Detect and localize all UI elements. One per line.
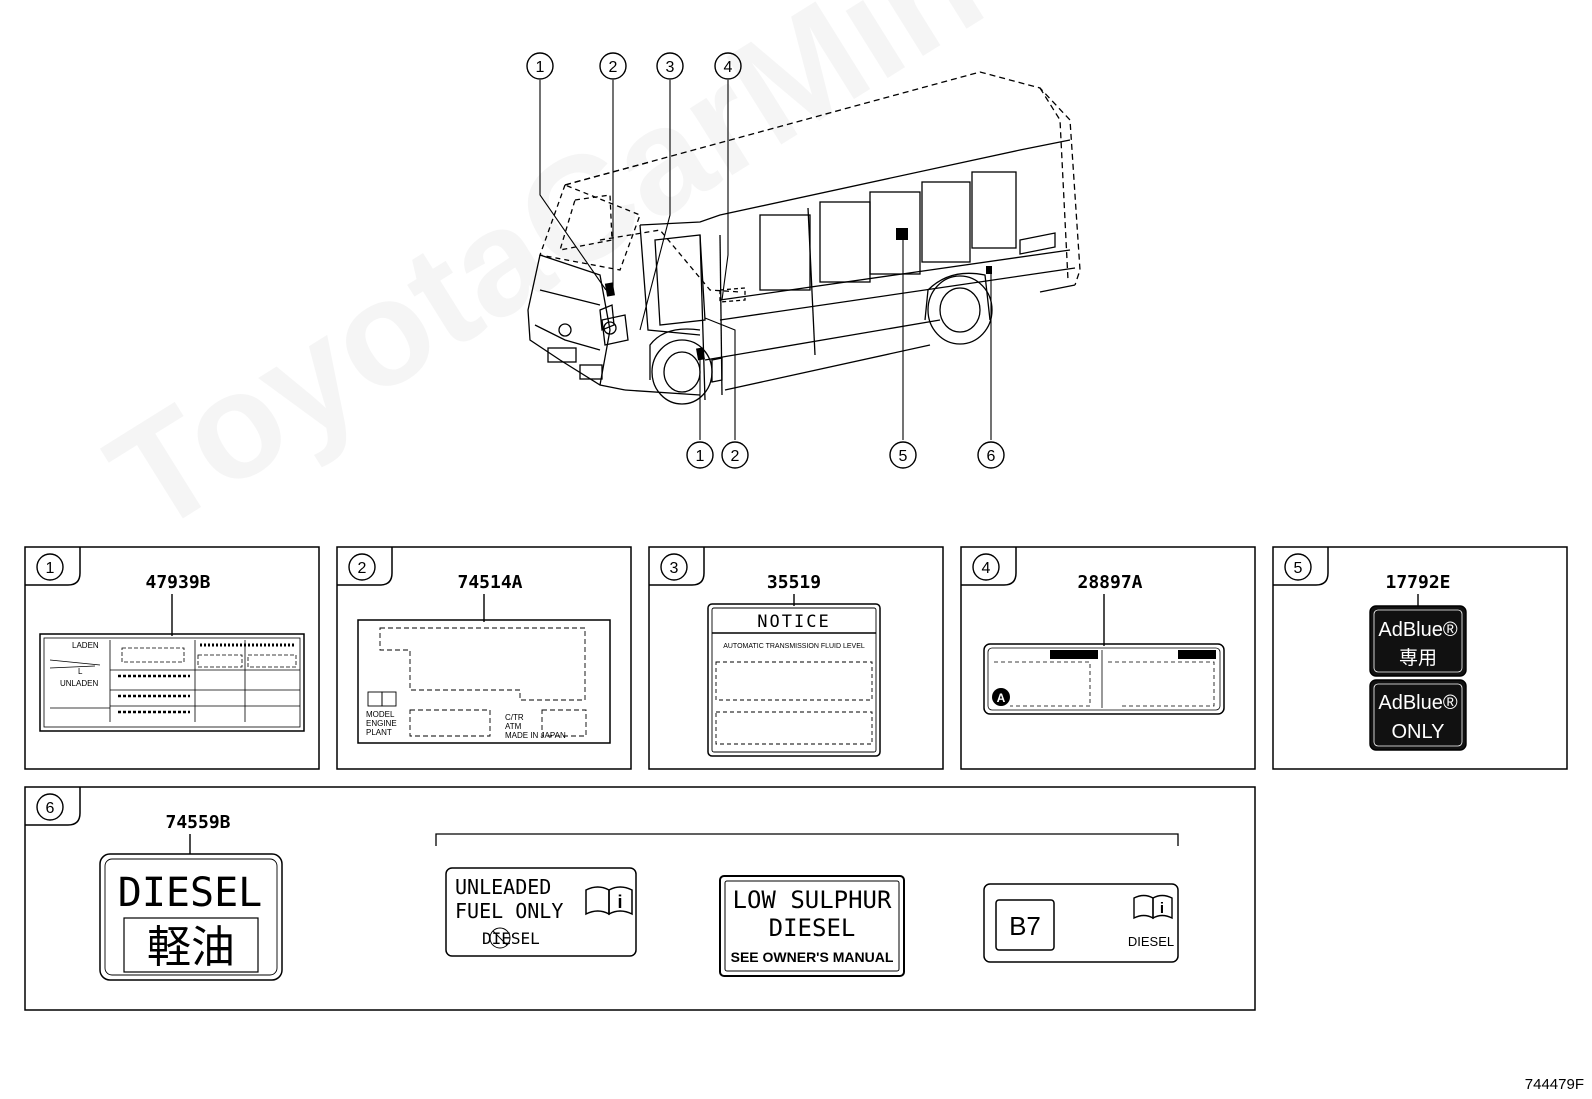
svg-text:4: 4 bbox=[724, 59, 733, 76]
b7-diesel: DIESEL bbox=[1128, 934, 1174, 949]
part-number-6: 74559B bbox=[165, 812, 230, 833]
unleaded-line1: UNLEADED bbox=[455, 875, 551, 899]
sulphur-line1: LOW SULPHUR bbox=[733, 886, 892, 914]
vehicle-callouts-bottom: 1 2 5 6 bbox=[686, 441, 1005, 469]
panel-2: 74514A MODEL ENGINE PLANT C/TR ATM MADE … bbox=[357, 572, 611, 744]
panel-frames bbox=[24, 546, 1568, 1011]
atf-text: AUTOMATIC TRANSMISSION FLUID LEVEL bbox=[723, 643, 865, 650]
adblue-top: AdBlue® bbox=[1378, 619, 1457, 641]
panel-6: 74559B DIESEL 軽油 UNLEADED FUEL ONLY DIES… bbox=[99, 812, 1179, 981]
panel-1: 47939B LADEN UNLADEN L bbox=[39, 572, 305, 732]
b7-info-icon: i bbox=[1133, 894, 1173, 920]
part-number-4: 28897A bbox=[1077, 572, 1142, 593]
vehicle-callouts-top: 1 2 3 4 bbox=[526, 52, 742, 80]
label-atm: ATM bbox=[505, 722, 522, 731]
svg-text:1: 1 bbox=[696, 448, 705, 465]
svg-text:2: 2 bbox=[358, 560, 367, 577]
label-laden: LADEN bbox=[72, 641, 99, 650]
diesel-jp: 軽油 bbox=[147, 923, 235, 972]
svg-text:6: 6 bbox=[46, 800, 55, 817]
diesel-text: DIESEL bbox=[118, 870, 263, 916]
svg-text:4: 4 bbox=[982, 560, 991, 577]
label-made-in: MADE IN JAPAN bbox=[505, 731, 566, 740]
panel-callouts: 1 2 3 4 5 6 bbox=[36, 553, 1312, 821]
svg-text:2: 2 bbox=[731, 448, 740, 465]
label-markers bbox=[604, 228, 992, 361]
part-number-5: 17792E bbox=[1385, 572, 1450, 593]
panel-4: 28897A A bbox=[983, 572, 1225, 715]
label-ctr: C/TR bbox=[505, 713, 524, 722]
adblue-only: ONLY bbox=[1392, 721, 1445, 743]
svg-text:6: 6 bbox=[987, 448, 996, 465]
marker-a: A bbox=[997, 691, 1006, 705]
figure-id: 744479F bbox=[1524, 1076, 1584, 1093]
panel-3: 35519 NOTICE AUTOMATIC TRANSMISSION FLUI… bbox=[707, 572, 881, 757]
svg-text:1: 1 bbox=[536, 59, 545, 76]
svg-text:3: 3 bbox=[670, 560, 679, 577]
svg-text:i: i bbox=[1160, 900, 1164, 917]
minibus-drawing bbox=[527, 71, 1081, 405]
svg-text:2: 2 bbox=[609, 59, 618, 76]
unleaded-line3: DIESEL bbox=[482, 929, 540, 948]
b7-text: B7 bbox=[1009, 911, 1041, 941]
svg-text:5: 5 bbox=[899, 448, 908, 465]
svg-text:1: 1 bbox=[46, 560, 55, 577]
label-engine: ENGINE bbox=[366, 719, 397, 728]
adblue-jp: 専用 bbox=[1399, 647, 1437, 669]
label-model: MODEL bbox=[366, 710, 395, 719]
part-number-1: 47939B bbox=[145, 572, 210, 593]
svg-text:3: 3 bbox=[666, 59, 675, 76]
label-plant: PLANT bbox=[366, 728, 392, 737]
panel-5: 17792E AdBlue® 専用 AdBlue® ONLY bbox=[1369, 572, 1467, 751]
part-number-2: 74514A bbox=[457, 572, 522, 593]
label-l: L bbox=[78, 667, 83, 676]
leader-lines bbox=[539, 80, 992, 440]
manual-info-icon: i bbox=[585, 886, 633, 916]
adblue-bottom: AdBlue® bbox=[1378, 692, 1457, 714]
sulphur-line2: DIESEL bbox=[769, 914, 856, 942]
label-unladen: UNLADEN bbox=[60, 679, 98, 688]
svg-text:5: 5 bbox=[1294, 560, 1303, 577]
unleaded-line2: FUEL ONLY bbox=[455, 899, 563, 923]
sulphur-line3: SEE OWNER'S MANUAL bbox=[731, 949, 894, 965]
svg-text:i: i bbox=[617, 892, 622, 912]
notice-header: NOTICE bbox=[757, 612, 830, 632]
part-number-3: 35519 bbox=[767, 572, 821, 593]
